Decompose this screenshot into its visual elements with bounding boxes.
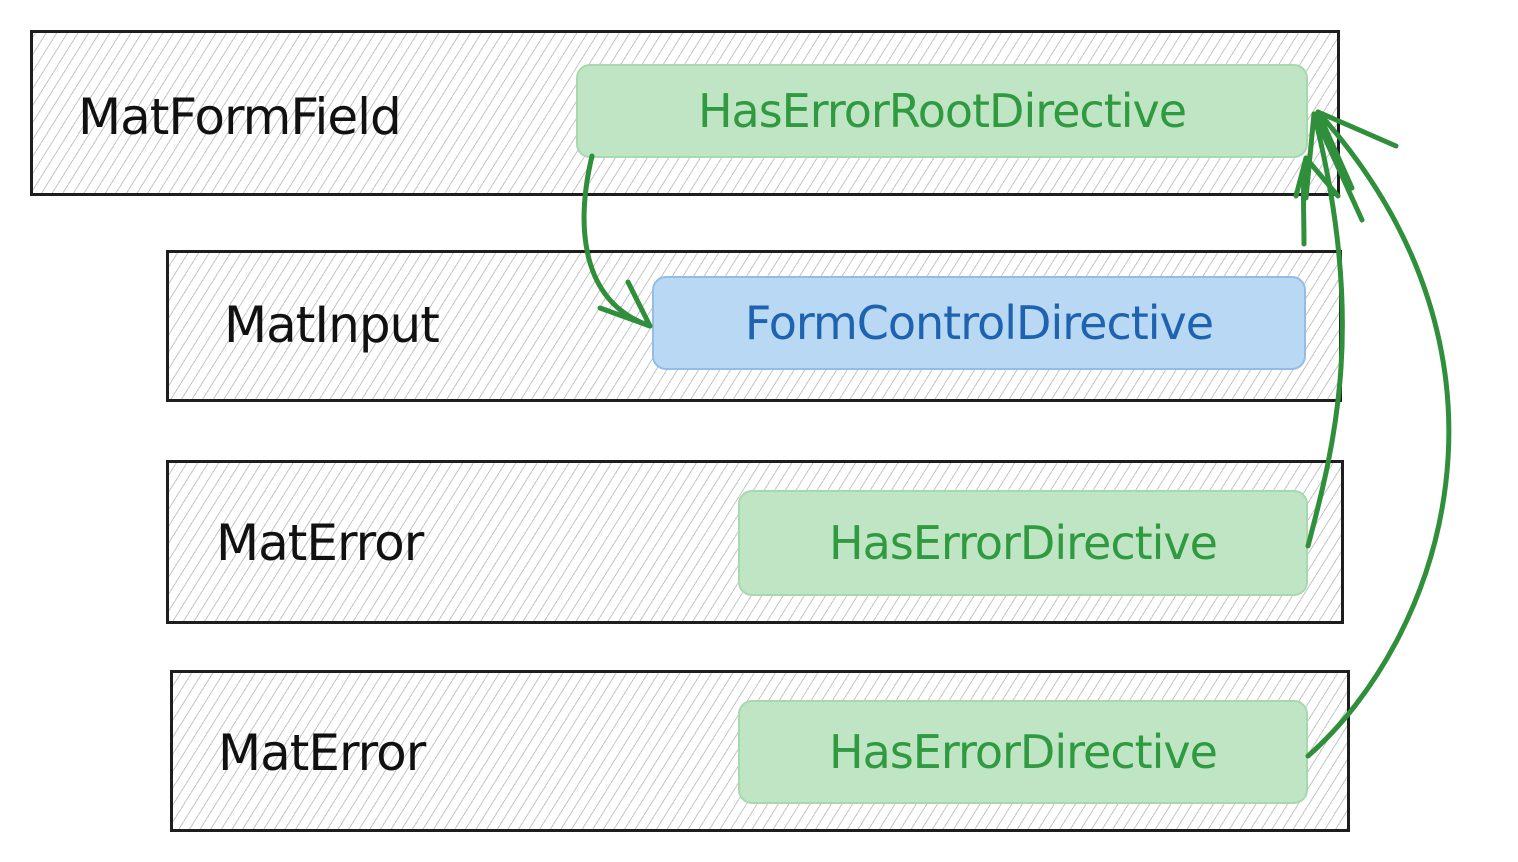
arrow-root-to-form-control (581, 153, 653, 329)
directive-chip-has-error-root: HasErrorRootDirective (576, 64, 1308, 158)
directive-chip-form-control: FormControlDirective (652, 276, 1306, 370)
arrowhead-form-control (597, 279, 653, 329)
arrowhead-has-error-1 (1303, 111, 1365, 223)
directive-chip-has-error-1: HasErrorDirective (738, 490, 1308, 596)
component-label-mat-form-field: MatFormField (78, 88, 402, 146)
directive-label-has-error-1: HasErrorDirective (829, 516, 1218, 570)
component-label-mat-error-1: MatError (216, 514, 424, 572)
arrow-has-error-1-to-root (1305, 111, 1345, 549)
directive-label-form-control: FormControlDirective (744, 296, 1214, 350)
arrowhead-has-error-2 (1315, 109, 1399, 191)
component-label-mat-error-2: MatError (218, 724, 426, 782)
arrow-has-error-2-to-root (1305, 109, 1452, 759)
component-label-mat-input: MatInput (224, 296, 440, 354)
directive-chip-has-error-2: HasErrorDirective (738, 700, 1308, 804)
directive-label-has-error-2: HasErrorDirective (829, 725, 1218, 779)
directive-label-has-error-root: HasErrorRootDirective (697, 84, 1187, 138)
